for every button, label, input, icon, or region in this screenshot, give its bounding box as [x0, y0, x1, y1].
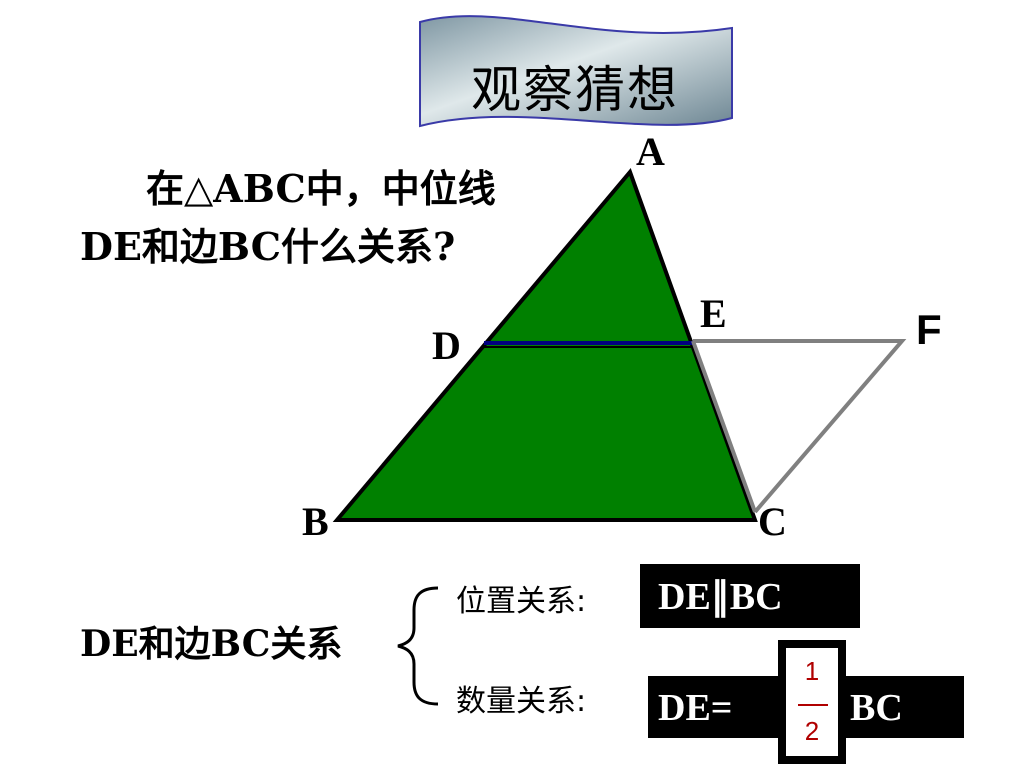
- position-answer-box: DE∥BC: [640, 564, 860, 628]
- construction-ec: [691, 340, 757, 513]
- quantity-suffix: BC: [850, 687, 903, 729]
- point-a-label: A: [636, 129, 665, 174]
- fraction-numerator: 1: [804, 656, 820, 686]
- point-f-label: F: [916, 306, 942, 353]
- question-line-2: DE和边BC什么关系?: [80, 224, 456, 269]
- point-e-label: E: [700, 291, 727, 336]
- point-b-label: B: [302, 499, 329, 544]
- curly-brace: [397, 586, 439, 706]
- banner-shape: [419, 15, 733, 128]
- point-d-label: D: [432, 323, 461, 368]
- question-line-1: 在△ABC中，中位线: [146, 166, 496, 211]
- construction-efc: [693, 339, 907, 514]
- relation-label: DE和边BC关系: [80, 623, 343, 665]
- banner-title: 观察猜想: [471, 61, 679, 119]
- point-c-label: C: [758, 499, 787, 544]
- position-answer-text: DE∥BC: [658, 576, 783, 618]
- quantity-relation-label: 数量关系:: [456, 684, 587, 719]
- position-relation-label: 位置关系:: [456, 584, 587, 619]
- question-text: 在△ABC中，中位线 DE和边BC什么关系?: [80, 160, 550, 276]
- fraction-inner: 1 2: [786, 648, 838, 756]
- fraction-box: 1 2: [778, 640, 846, 764]
- quantity-prefix: DE=: [658, 687, 733, 729]
- fraction-denominator: 2: [804, 716, 820, 746]
- fraction-bar: [798, 704, 828, 706]
